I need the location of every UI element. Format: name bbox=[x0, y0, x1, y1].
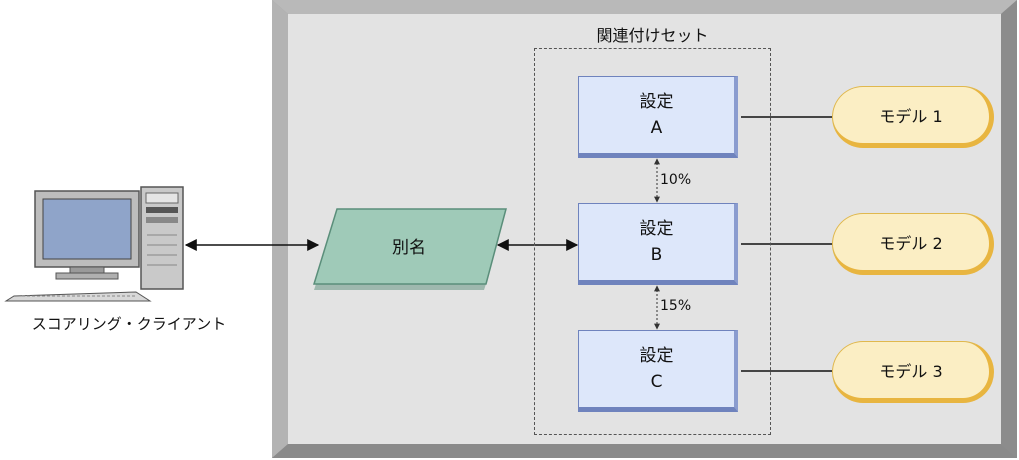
config-a-letter: A bbox=[650, 118, 663, 138]
percentage-b-c: 15% bbox=[660, 298, 692, 314]
config-b-letter: B bbox=[650, 245, 663, 265]
model-2-pill: モデル 2 bbox=[832, 213, 994, 275]
model-3-pill: モデル 3 bbox=[832, 341, 994, 403]
model-1-pill: モデル 1 bbox=[832, 86, 994, 148]
config-c-letter: C bbox=[650, 372, 663, 392]
panel-bevel-bottom bbox=[272, 444, 1017, 458]
panel-bevel-right bbox=[1001, 0, 1017, 458]
alias-label: 別名 bbox=[392, 238, 426, 258]
association-set-box bbox=[534, 48, 771, 435]
config-c-title: 設定 bbox=[639, 346, 674, 366]
scoring-client-label: スコアリング・クライアント bbox=[31, 315, 227, 333]
config-b-title: 設定 bbox=[639, 219, 674, 239]
config-a-title: 設定 bbox=[639, 92, 674, 112]
panel-bevel-left bbox=[272, 0, 288, 458]
computer-icon bbox=[4, 186, 184, 302]
panel-bevel-top bbox=[272, 0, 1017, 14]
percentage-a-b: 10% bbox=[660, 172, 692, 188]
config-b-box: 設定 B bbox=[578, 203, 738, 285]
config-c-box: 設定 C bbox=[578, 330, 738, 412]
config-a-box: 設定 A bbox=[578, 76, 738, 158]
association-set-title: 関連付けセット bbox=[596, 26, 709, 45]
alias-shadow bbox=[314, 284, 486, 290]
